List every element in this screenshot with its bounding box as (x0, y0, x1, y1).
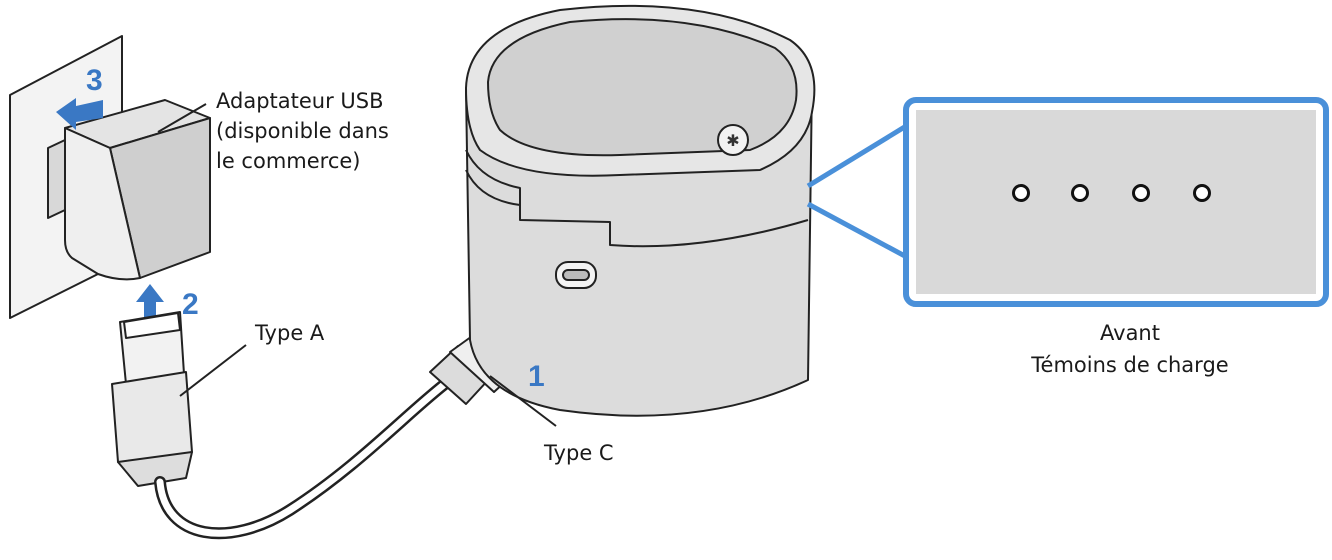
step-number-3: 3 (86, 64, 103, 97)
indicator-light (1071, 184, 1089, 202)
type-a-label: Type A (255, 321, 325, 345)
front-label: Avant (1100, 321, 1160, 345)
type-c-label: Type C (544, 441, 614, 465)
label-leader-lines (157, 103, 557, 427)
usb-type-a-plug (111, 311, 193, 487)
usb-adapter-label-line: le commerce) (216, 149, 361, 173)
usb-adapter (47, 99, 211, 281)
arrow-step-3 (56, 98, 103, 130)
usb-adapter-label: Adaptateur USB (disponible dans le comme… (216, 86, 389, 176)
usb-adapter-label-line: Adaptateur USB (216, 89, 384, 113)
usb-adapter-label-line: (disponible dans (216, 119, 389, 143)
charge-indicator-panel (903, 97, 1329, 307)
indicator-light (1132, 184, 1150, 202)
callout-connector (806, 117, 918, 265)
step-number-1: 1 (528, 360, 545, 393)
indicator-light (1012, 184, 1030, 202)
charging-case: ✱ (465, 4, 816, 417)
indicator-light (1193, 184, 1211, 202)
charge-indicators-label: Témoins de charge (1031, 353, 1229, 377)
usb-cable (154, 374, 456, 540)
step-number-2: 2 (182, 288, 199, 321)
arrow-step-2 (136, 284, 164, 318)
svg-text:✱: ✱ (726, 131, 739, 150)
indicator-lights (1012, 184, 1211, 202)
